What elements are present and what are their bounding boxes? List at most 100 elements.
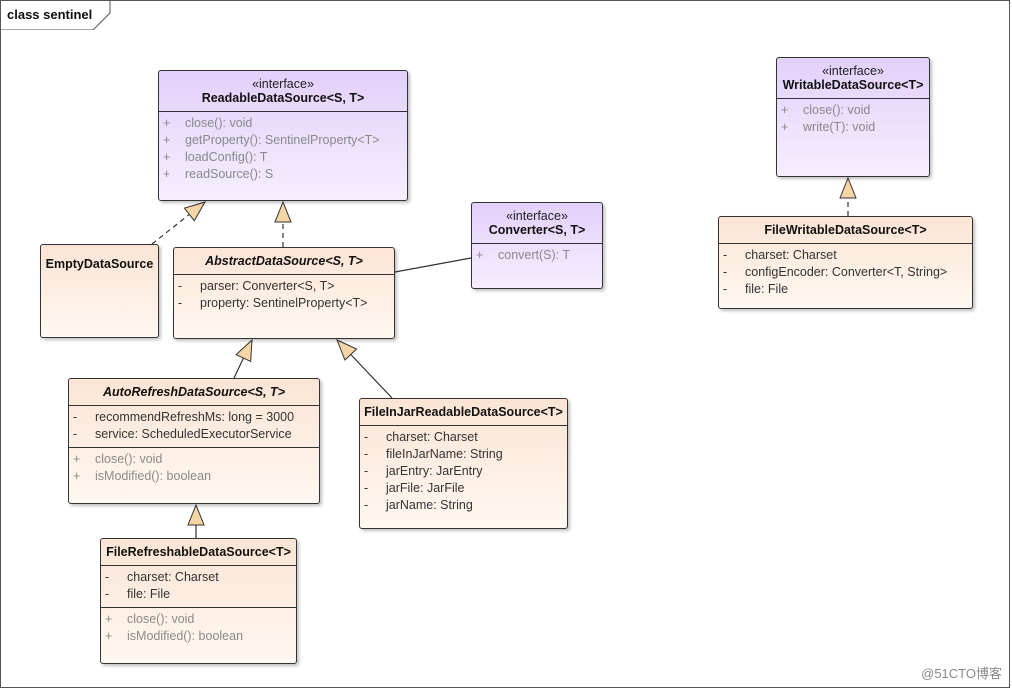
realization-line[interactable] [151,213,190,245]
member-text: configEncoder: Converter<T, String> [745,265,948,279]
class-name: AutoRefreshDataSource<S, T> [103,385,285,399]
member-text: isModified(): boolean [127,629,244,643]
class-writable[interactable]: «interface»WritableDataSource<T> + close()… [776,57,930,177]
visibility-marker: - [178,279,183,293]
visibility-marker: + [163,150,171,164]
attribute: - charset: Charset [723,247,968,264]
visibility-marker: - [723,265,728,279]
visibility-marker: + [476,248,484,262]
operation: + close(): void [163,115,403,132]
hollow-triangle-arrowhead-icon [274,200,292,223]
visibility-marker: - [364,430,369,444]
member-text: file: File [745,282,789,296]
member-text: recommendRefreshMs: long = 3000 [95,410,295,424]
visibility-marker: - [73,410,78,424]
attribute: -charset: Charset [105,569,292,586]
member-text: jarEntry: JarEntry [386,464,483,478]
operation: + isModified(): boolean [105,628,292,645]
attribute: - file: File [723,281,968,298]
class-header: «interface»ReadableDataSource<S, T> [159,71,407,112]
hollow-triangle-arrowhead-icon [839,176,857,199]
operations-compartment: + close(): void + getProperty(): SentinelPr… [159,112,407,187]
member-text: loadConfig(): T [185,150,268,164]
member-text: close(): void [803,103,871,117]
operations-compartment: + close(): void + write(T): void [777,99,929,140]
class-name: ReadableDataSource<S, T> [201,91,365,105]
attribute: -file: File [105,586,292,603]
member-text: fileInJarName: String [386,447,503,461]
class-empty[interactable]: EmptyDataSource [40,244,159,338]
member-text: getProperty(): SentinelProperty<T> [185,133,380,147]
visibility-marker: + [781,120,789,134]
association-line[interactable] [394,257,472,273]
visibility-marker: + [105,612,113,626]
operations-compartment: +close(): void+ isModified(): boolean [101,608,296,649]
visibility-marker: - [178,296,183,310]
class-header: AutoRefreshDataSource<S, T> [69,379,319,406]
class-fileinjar[interactable]: FileInJarReadableDataSource<T> - charset: … [359,398,568,529]
visibility-marker: + [163,133,171,147]
attribute: - configEncoder: Converter<T, String> [723,264,968,281]
hollow-triangle-arrowhead-icon [187,503,205,526]
frame-title-tab [1,1,111,30]
member-text: parser: Converter<S, T> [200,279,335,293]
generalization-line[interactable] [350,354,393,399]
attribute: - recommendRefreshMs: long = 3000 [73,409,315,426]
class-abstract[interactable]: AbstractDataSource<S, T> - parser: Convert… [173,247,395,339]
attributes-compartment: - charset: Charset - configEncoder: Convert… [719,244,972,302]
visibility-marker: - [723,248,728,262]
attribute: - fileInJarName: String [364,446,563,463]
attributes-compartment: - recommendRefreshMs: long = 3000 -service… [69,406,319,448]
operation: +readSource(): S [163,166,403,183]
member-text: write(T): void [803,120,876,134]
member-text: charset: Charset [745,248,837,262]
diagram-title: class sentinel [7,7,93,22]
visibility-marker: - [364,481,369,495]
attribute: - charset: Charset [364,429,563,446]
attribute: -jarName: String [364,497,563,514]
operation: +close(): void [105,611,292,628]
operation: +convert(S): T [476,247,598,264]
attributes-compartment: -charset: Charset-fileInJarName: String-… [360,426,567,518]
generalization-line[interactable] [233,357,244,379]
attributes-compartment: - parser: Converter<S, T> - property: Senti… [174,275,394,316]
visibility-marker: + [781,103,789,117]
class-header: FileWritableDataSource<T> [719,217,972,244]
class-autorefresh[interactable]: AutoRefreshDataSource<S, T> - recommendRef… [68,378,320,504]
operation: +isModified(): boolean [73,468,315,485]
class-filerefresh[interactable]: FileRefreshableDataSource<T> -charset: Ch… [100,538,297,664]
member-text: charset: Charset [386,430,478,444]
class-header: AbstractDataSource<S, T> [174,248,394,275]
class-name: FileWritableDataSource<T> [764,223,927,237]
hollow-triangle-arrowhead-icon [183,201,207,222]
attributes-compartment: -charset: Charset-file: File [101,566,296,608]
visibility-marker: - [105,587,110,601]
member-text: property: SentinelProperty<T> [200,296,368,310]
operations-compartment: +close(): void+isModified(): boolean [69,448,319,489]
visibility-marker: - [105,570,110,584]
class-readable[interactable]: «interface»ReadableDataSource<S, T> + clos… [158,70,408,201]
member-text: close(): void [185,116,253,130]
visibility-marker: - [73,427,78,441]
attribute: -service: ScheduledExecutorService [73,426,315,443]
visibility-marker: + [163,116,171,130]
visibility-marker: + [105,629,113,643]
visibility-marker: + [163,167,171,181]
visibility-marker: - [364,447,369,461]
class-name: FileRefreshableDataSource<T> [106,545,291,559]
class-name: FileInJarReadableDataSource<T> [364,405,563,419]
class-filewritable[interactable]: FileWritableDataSource<T> - charset: Chars… [718,216,973,309]
stereotype: «interface» [822,64,884,78]
stereotype: «interface» [506,209,568,223]
class-converter[interactable]: «interface»Converter<S, T>+convert(S): T [471,202,603,289]
visibility-marker: - [364,464,369,478]
member-text: isModified(): boolean [95,469,212,483]
member-text: jarFile: JarFile [386,481,465,495]
attribute: - property: SentinelProperty<T> [178,295,390,312]
visibility-marker: - [723,282,728,296]
operation: + close(): void [781,102,925,119]
class-name: WritableDataSource<T> [782,78,924,92]
operations-compartment: +convert(S): T [472,244,602,268]
